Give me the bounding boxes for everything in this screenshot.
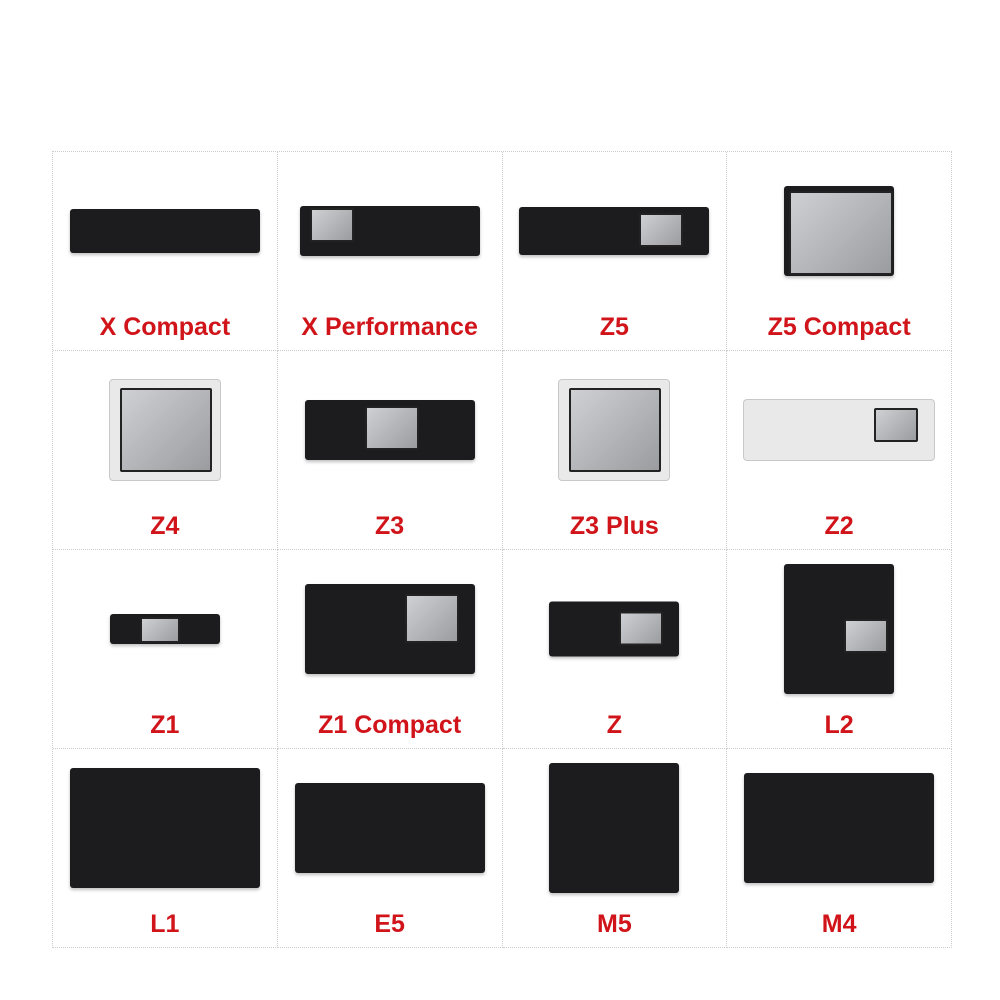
speaker-icon — [874, 408, 919, 443]
product-label: Z — [606, 711, 623, 739]
speaker-icon — [119, 388, 212, 473]
speaker-icon — [844, 619, 889, 654]
product-cell: E5 — [277, 749, 503, 948]
speaker-icon — [619, 611, 664, 646]
product-label: Z5 Compact — [767, 313, 911, 341]
speaker-module-image — [294, 783, 485, 874]
speaker-icon — [364, 406, 419, 451]
speaker-module-image — [784, 186, 895, 277]
product-label: Z3 Plus — [569, 512, 659, 540]
product-label: Z1 Compact — [318, 711, 462, 739]
product-cell: Z3 Plus — [502, 351, 728, 550]
product-label: Z5 — [599, 313, 629, 341]
speaker-icon — [404, 594, 459, 644]
product-label: Z2 — [824, 512, 854, 540]
product-cell: M4 — [727, 749, 952, 948]
speaker-module-image — [558, 379, 671, 482]
speaker-module-image — [549, 601, 680, 657]
product-cell: Z3 — [277, 351, 503, 550]
speaker-module-image — [69, 209, 260, 254]
product-label: L1 — [150, 910, 180, 938]
speaker-module-image — [109, 614, 220, 645]
product-cell: Z — [502, 550, 728, 749]
speaker-module-image — [304, 584, 475, 675]
speaker-icon — [639, 213, 684, 248]
product-cell: Z1 — [53, 550, 278, 749]
speaker-icon — [309, 208, 354, 243]
product-label: M5 — [597, 910, 632, 938]
speaker-icon — [139, 617, 180, 644]
speaker-icon — [789, 191, 894, 276]
product-cell: X Compact — [53, 152, 278, 351]
product-cell: X Performance — [277, 152, 503, 351]
speaker-module-image — [108, 379, 221, 482]
product-label: Z4 — [150, 512, 180, 540]
product-label: Z3 — [375, 512, 405, 540]
product-cell: Z5 Compact — [727, 152, 952, 351]
speaker-module-image — [744, 773, 935, 884]
speaker-module-image — [304, 400, 475, 461]
product-cell: Z5 — [502, 152, 728, 351]
product-cell: Z2 — [727, 351, 952, 550]
speaker-module-image — [549, 763, 680, 894]
product-label: X Performance — [301, 313, 478, 341]
product-cell: M5 — [502, 749, 728, 948]
speaker-module-image — [69, 768, 260, 889]
product-label: X Compact — [99, 313, 231, 341]
speaker-module-image — [784, 564, 895, 695]
speaker-module-image — [299, 206, 480, 257]
product-label: E5 — [374, 910, 405, 938]
product-cell: Z4 — [53, 351, 278, 550]
product-label: L2 — [824, 711, 854, 739]
product-cell: L1 — [53, 749, 278, 948]
product-cell: L2 — [727, 550, 952, 749]
product-label: M4 — [821, 910, 857, 938]
product-cell: Z1 Compact — [277, 550, 503, 749]
speaker-module-image — [743, 399, 936, 462]
product-label: Z1 — [150, 711, 180, 739]
speaker-icon — [569, 388, 662, 473]
speaker-module-image — [519, 207, 710, 256]
